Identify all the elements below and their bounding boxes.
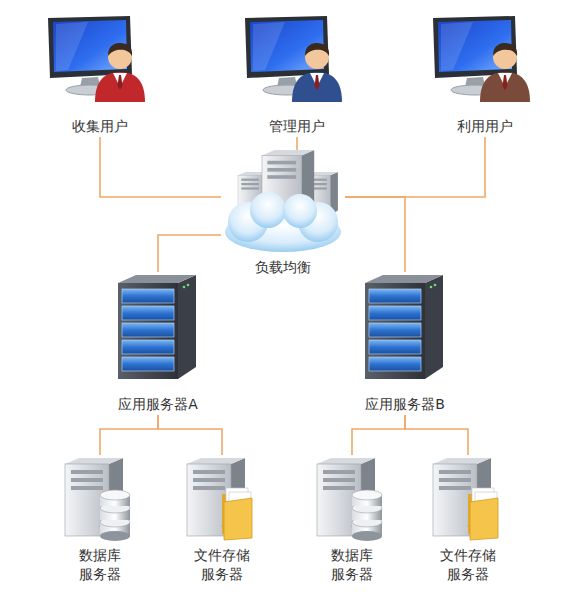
connector-line — [158, 235, 221, 272]
node-label: 管理用户 — [267, 117, 327, 137]
connector-line — [352, 415, 405, 455]
database-server: 数据库 服务器 — [310, 455, 394, 585]
file-storage-server: 文件存储 服务器 — [180, 455, 264, 585]
node-label: 数据库 服务器 — [63, 546, 137, 585]
connector-line — [158, 415, 222, 455]
connector-line — [100, 137, 221, 197]
node-label: 文件存储 服务器 — [431, 546, 505, 585]
application-server: 应用服务器A — [96, 272, 220, 415]
user-terminal: 管理用户 — [245, 12, 349, 137]
connector-line — [345, 137, 485, 197]
connector-line — [100, 415, 158, 455]
node-label: 文件存储 服务器 — [185, 546, 259, 585]
user-terminal: 收集用户 — [48, 12, 152, 137]
user-terminal: 利用用户 — [433, 12, 537, 137]
database-server: 数据库 服务器 — [58, 455, 142, 585]
file-storage-server: 文件存储 服务器 — [426, 455, 510, 585]
connector-line — [405, 415, 468, 455]
node-label: 利用用户 — [455, 117, 515, 137]
connector-line — [296, 137, 298, 150]
application-server: 应用服务器B — [343, 272, 467, 415]
node-label: 负载均衡 — [253, 258, 313, 278]
node-label: 收集用户 — [70, 117, 130, 137]
node-label: 数据库 服务器 — [315, 546, 389, 585]
connector-line — [345, 197, 405, 272]
node-label: 应用服务器A — [116, 395, 200, 415]
load-balancer: 负载均衡 — [221, 150, 345, 278]
node-label: 应用服务器B — [363, 395, 447, 415]
